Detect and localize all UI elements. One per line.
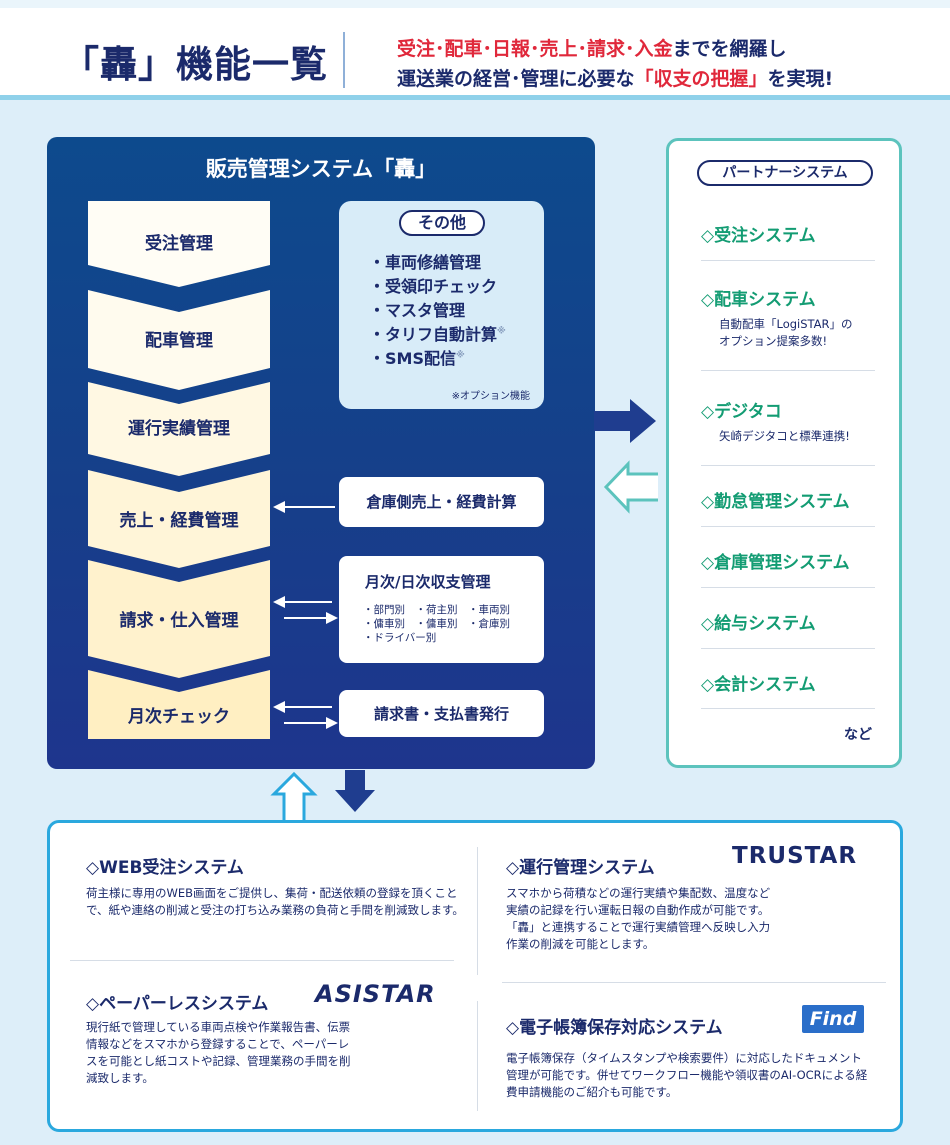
title-divider	[343, 32, 345, 88]
partner-separator	[701, 370, 875, 371]
arrow-line	[284, 617, 332, 619]
partner-item-dispatch: ◇配車システム	[701, 290, 816, 310]
monthly-balance-box: 月次/日次収支管理 ・部門別 ・荷主別 ・車両別 ・傭車別 ・傭車別 ・倉庫別 …	[339, 556, 544, 663]
main-bottom-arrows	[270, 770, 375, 824]
arrow-left-icon	[273, 501, 285, 513]
monthly-balance-line: ・部門別 ・荷主別 ・車両別	[363, 604, 510, 616]
arrow-right-icon	[326, 612, 338, 624]
ebook-text: 電子帳簿保存（タイムスタンプや検索要件）に対応したドキュメント管理が可能です。併…	[506, 1051, 868, 1099]
partner-item-digitacho: ◇デジタコ	[701, 402, 782, 422]
monthly-balance-title: 月次/日次収支管理	[365, 573, 491, 591]
monthly-balance-line: ・傭車別 ・傭車別 ・倉庫別	[363, 618, 510, 630]
arrow-right-icon	[326, 717, 338, 729]
partner-item-order: ◇受注システム	[701, 226, 816, 246]
header-banner: 「轟」機能一覧 受注･配車･日報･売上･請求･入金までを網羅し 運送業の経営･管…	[0, 0, 950, 100]
option-note: ※オプション機能	[451, 391, 530, 402]
arrow-left-icon	[273, 596, 285, 608]
main-partner-arrows	[594, 399, 658, 514]
vertical-separator	[477, 1001, 478, 1111]
arrow-line	[284, 722, 332, 724]
flow-step-monthly-check: 月次チェック	[88, 670, 270, 739]
horizontal-separator	[502, 982, 886, 983]
flow-step-label: 月次チェック	[128, 707, 230, 727]
flow-step-label: 売上・経費管理	[119, 511, 239, 531]
arrow-line	[285, 506, 335, 508]
monthly-balance-line: ・ドライバー別	[363, 632, 437, 644]
other-item: ・SMS配信※	[369, 349, 465, 368]
warehouse-sales-box: 倉庫側売上・経費計算	[339, 477, 544, 527]
tagline-line2-start: 運送業の経営･管理に必要な	[397, 68, 635, 90]
other-item: ・マスタ管理	[369, 301, 466, 320]
partner-item-accounting: ◇会計システム	[701, 675, 816, 695]
operation-text: スマホから荷積などの運行実績や集配数、温度など実績の記録を行い運転日報の自動作成…	[506, 886, 771, 951]
other-features-box: その他 ・車両修繕管理 ・受領印チェック ・マスタ管理 ・タリフ自動計算※ ・S…	[339, 201, 544, 409]
arrow-to-bottom-icon	[335, 770, 375, 812]
partner-item-digitacho-note: 矢崎デジタコと標準連携!	[719, 429, 850, 443]
asistar-logo: ASISTAR	[315, 980, 436, 1008]
warehouse-sales-label: 倉庫側売上・経費計算	[366, 493, 517, 511]
operation-title: ◇運行管理システム	[506, 858, 655, 878]
flow-step-label: 受注管理	[145, 234, 213, 254]
page-title: 「轟」機能一覧	[62, 43, 328, 86]
horizontal-separator	[70, 960, 454, 961]
other-item: ・受領印チェック	[369, 277, 498, 296]
flow-step-dispatch: 配車管理	[88, 290, 270, 390]
partner-system-title: パートナーシステム	[697, 160, 873, 186]
partner-item-warehouse: ◇倉庫管理システム	[701, 553, 850, 573]
partner-system-box: パートナーシステム ◇受注システム ◇配車システム 自動配車「LogiSTAR」…	[666, 138, 902, 768]
arrow-line	[284, 706, 332, 708]
partner-separator	[701, 260, 875, 261]
partner-item-dispatch-note: 自動配車「LogiSTAR」の オプション提案多数!	[719, 317, 853, 348]
tagline-line2-highlight: 「収支の把握」	[634, 68, 768, 90]
invoice-issue-label: 請求書・支払書発行	[373, 705, 509, 723]
web-order-text: 荷主様に専用のWEB画面をご提供し、集荷・配送依頼の登録を頂くことで、紙や連絡の…	[86, 886, 464, 917]
flow-step-label: 配車管理	[145, 331, 213, 351]
arrow-from-partner-icon	[603, 460, 658, 514]
partner-separator	[701, 587, 875, 588]
flow-step-billing-purchase: 請求・仕入管理	[88, 560, 270, 678]
header-topline	[0, 0, 950, 8]
flow-step-label: 請求・仕入管理	[119, 611, 239, 631]
partner-separator	[701, 526, 875, 527]
partner-etc: など	[844, 727, 872, 743]
tagline-line2-end: を実現!	[767, 68, 834, 90]
flow-step-operation-results: 運行実績管理	[88, 382, 270, 476]
partner-separator	[701, 648, 875, 649]
partner-item-payroll: ◇給与システム	[701, 614, 816, 634]
web-order-title: ◇WEB受注システム	[86, 858, 244, 878]
arrow-line	[284, 601, 332, 603]
other-features-title: その他	[399, 210, 485, 236]
ebook-title: ◇電子帳簿保存対応システム	[506, 1018, 723, 1038]
tagline-line2: 運送業の経営･管理に必要な「収支の把握」を実現!	[397, 64, 833, 91]
find-logo: Find	[802, 1005, 864, 1033]
flow-step-label: 運行実績管理	[128, 419, 230, 439]
arrow-to-partner-icon	[594, 399, 656, 443]
other-item: ・車両修繕管理	[369, 253, 482, 272]
paperless-title: ◇ペーパーレスシステム	[86, 994, 269, 1014]
trustar-logo: TRUSTAR	[732, 843, 858, 869]
arrow-from-bottom-icon	[270, 771, 318, 824]
other-item: ・タリフ自動計算※	[369, 325, 506, 344]
arrow-left-icon	[273, 701, 285, 713]
vertical-separator	[477, 847, 478, 975]
tagline-line1-rest: までを網羅し	[672, 38, 787, 60]
invoice-issue-box: 請求書・支払書発行	[339, 690, 544, 737]
partner-item-attendance: ◇勤怠管理システム	[701, 492, 850, 512]
related-systems-box: ◇WEB受注システム 荷主様に専用のWEB画面をご提供し、集荷・配送依頼の登録を…	[47, 820, 903, 1132]
flow-step-order: 受注管理	[88, 201, 270, 287]
tagline-line1: 受注･配車･日報･売上･請求･入金までを網羅し	[397, 34, 787, 61]
main-system-title: 販売管理システム「轟」	[205, 157, 437, 181]
tagline-line1-highlight: 受注･配車･日報･売上･請求･入金	[397, 38, 673, 60]
paperless-text: 現行紙で管理している車両点検や作業報告書、伝票情報などをスマホから登録することで…	[86, 1020, 351, 1085]
partner-separator	[701, 708, 875, 709]
flow-step-sales-expense: 売上・経費管理	[88, 470, 270, 568]
partner-separator	[701, 465, 875, 466]
